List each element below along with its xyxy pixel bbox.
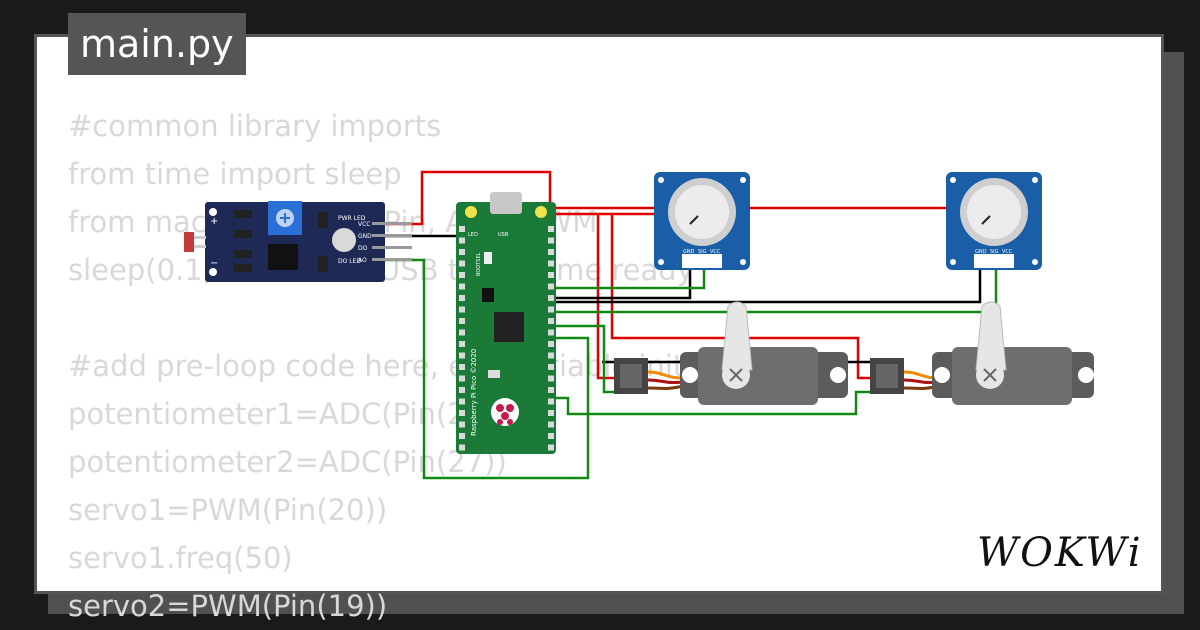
file-tab[interactable]: main.py — [68, 13, 246, 75]
pin-label-vcc: VCC — [358, 221, 370, 228]
signal-wire[interactable] — [372, 258, 590, 480]
pico-usb-label: USB — [498, 232, 509, 238]
rp2040-chip — [494, 312, 524, 342]
code-line: servo1=PWM(Pin(20)) — [68, 493, 388, 527]
code-line: from time import sleep — [68, 157, 402, 191]
raspberry-logo-icon — [491, 398, 519, 426]
pico-pin[interactable] — [459, 410, 465, 416]
potentiometer-1[interactable]: GND SIG VCC — [654, 172, 750, 270]
pico-pin[interactable] — [459, 272, 465, 278]
pico-pin[interactable] — [459, 364, 465, 370]
pot-pin-gnd: GND — [975, 249, 987, 255]
pico-pin[interactable] — [459, 306, 465, 313]
pot-pin-vcc: VCC — [1002, 249, 1013, 255]
pico-bootsel-label: BOOTSEL — [476, 252, 482, 276]
pico-pin[interactable] — [459, 352, 465, 359]
pico-pin[interactable] — [548, 329, 554, 336]
pico-pin[interactable] — [459, 341, 465, 347]
code-editor: #common library imports from time import… — [68, 102, 968, 630]
code-line: servo2=PWM(Pin(19)) — [68, 589, 388, 623]
pico-pin[interactable] — [548, 364, 554, 370]
ground-wire[interactable] — [548, 262, 982, 304]
pico-pin[interactable] — [459, 318, 465, 324]
power-wire[interactable] — [610, 214, 872, 380]
pico-pin[interactable] — [459, 237, 465, 244]
pico-led-label: LED — [468, 232, 478, 238]
servo-2[interactable] — [870, 301, 1094, 405]
pico-pin[interactable] — [459, 249, 465, 255]
wokwi-logo[interactable]: WOKWi — [975, 522, 1150, 578]
pico-pin[interactable] — [459, 433, 465, 439]
potentiometer-2[interactable]: GND SIG VCC — [946, 172, 1042, 270]
code-line: potentiometer2=ADC(Pin(27)) — [68, 445, 507, 479]
pwr-led-label: PWR LED — [338, 215, 366, 222]
pico-pin[interactable] — [548, 410, 554, 416]
pico-pin[interactable] — [548, 421, 554, 428]
pico-pin[interactable] — [459, 387, 465, 393]
power-wire[interactable] — [596, 214, 618, 380]
pico-pin[interactable] — [548, 352, 554, 359]
wokwi-logo-text: WOKWi — [977, 530, 1143, 576]
pico-pin[interactable] — [548, 249, 554, 255]
signal-wire[interactable] — [548, 262, 706, 290]
pico-pin[interactable] — [459, 329, 465, 336]
pico-pin[interactable] — [548, 272, 554, 278]
pico-pin[interactable] — [548, 306, 554, 313]
raspberry-pi-pico[interactable]: LED USB Raspberry Pi Pico ©2020 BOOTSEL — [456, 192, 556, 454]
pico-pin-headers — [459, 226, 554, 451]
pico-pin[interactable] — [459, 283, 465, 290]
pico-pin[interactable] — [548, 295, 554, 301]
pico-pin[interactable] — [548, 433, 554, 439]
minus-label: − — [210, 258, 218, 269]
pico-pin[interactable] — [548, 444, 554, 451]
pico-pin[interactable] — [548, 398, 554, 405]
pico-pin[interactable] — [459, 226, 465, 232]
pico-pin[interactable] — [548, 237, 554, 244]
led-icon — [332, 228, 356, 252]
pico-pin[interactable] — [548, 375, 554, 382]
pico-pin[interactable] — [459, 421, 465, 428]
do-led-label: DO LED — [338, 258, 361, 265]
pot-pin-sig: SIG — [698, 249, 707, 255]
pico-pin[interactable] — [548, 318, 554, 324]
servo-1[interactable] — [614, 301, 848, 405]
ground-wire[interactable] — [548, 262, 692, 300]
plus-label: + — [210, 216, 218, 227]
pico-pin[interactable] — [459, 444, 465, 451]
pico-pin[interactable] — [459, 260, 465, 267]
usb-port-icon — [490, 192, 522, 214]
code-line: servo1.freq(50) — [68, 541, 293, 575]
code-line: potentiometer1=ADC(Pin(26)) — [68, 397, 507, 431]
pico-pin[interactable] — [548, 260, 554, 267]
pico-pin[interactable] — [548, 226, 554, 232]
pin-label-do: DO — [358, 245, 368, 252]
pot-pin-gnd: GND — [683, 249, 695, 255]
pico-pin[interactable] — [548, 283, 554, 290]
pot-pin-sig: SIG — [990, 249, 999, 255]
pico-pin[interactable] — [459, 398, 465, 405]
power-wire[interactable] — [550, 206, 1014, 262]
signal-wire[interactable] — [548, 324, 620, 394]
pin-label-ao: AO — [358, 257, 367, 264]
pico-board-label: Raspberry Pi Pico ©2020 — [470, 349, 478, 436]
pico-pin[interactable] — [548, 341, 554, 347]
pico-pin[interactable] — [548, 387, 554, 393]
signal-wire[interactable] — [548, 390, 874, 416]
pot-pin-vcc: VCC — [710, 249, 721, 255]
code-line: #common library imports — [68, 109, 442, 143]
pico-pin[interactable] — [459, 375, 465, 382]
pin-label-gnd: GND — [358, 233, 372, 240]
pico-pin[interactable] — [459, 295, 465, 301]
photoresistor-icon — [184, 232, 194, 252]
ldr-sensor-module[interactable]: PWR LED DO LED + − VCC GND DO AO — [184, 201, 412, 282]
